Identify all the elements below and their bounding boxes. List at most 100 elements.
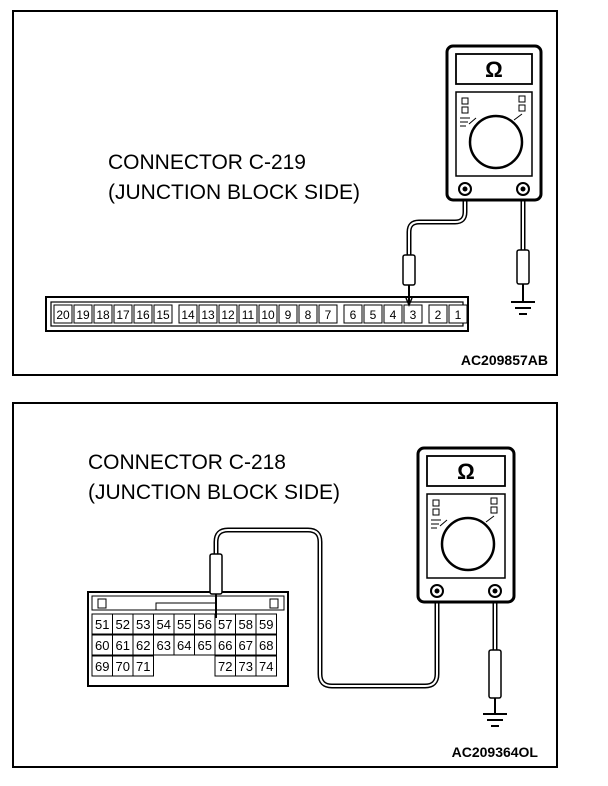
pin-cell: 70 bbox=[112, 655, 134, 677]
pin-number: 68 bbox=[259, 638, 273, 653]
pin-cell: 51 bbox=[91, 613, 113, 635]
pin-number: 64 bbox=[177, 638, 191, 653]
pin-number: 61 bbox=[116, 638, 130, 653]
pin-number: 56 bbox=[198, 617, 212, 632]
pin-cell: 65 bbox=[194, 634, 216, 656]
pin-cell: 11 bbox=[238, 304, 258, 324]
reference-code: AC209857AB bbox=[460, 352, 548, 368]
pin-number: 63 bbox=[157, 638, 171, 653]
pin-cell: 13 bbox=[198, 304, 218, 324]
pin-number: 16 bbox=[136, 308, 150, 322]
connector-title: CONNECTOR C-218 (JUNCTION BLOCK SIDE) bbox=[88, 448, 340, 508]
pin-cell: 57 bbox=[214, 613, 236, 635]
pin-cell: 73 bbox=[235, 655, 257, 677]
pin-number: 15 bbox=[156, 308, 170, 322]
pin-cell: 15 bbox=[153, 304, 173, 324]
pin-number: 14 bbox=[181, 308, 195, 322]
pin-number: 6 bbox=[350, 308, 357, 322]
ground-symbol-icon bbox=[511, 301, 535, 315]
pin-cell: 64 bbox=[173, 634, 195, 656]
pin-number: 11 bbox=[242, 308, 255, 322]
ground-symbol-icon bbox=[483, 713, 507, 727]
pin-cell: 62 bbox=[132, 634, 154, 656]
pin-number: 17 bbox=[116, 308, 130, 322]
pin-number: 69 bbox=[95, 659, 109, 674]
pin-number: 5 bbox=[370, 308, 377, 322]
pin-cell: 72 bbox=[214, 655, 236, 677]
pin-number: 3 bbox=[410, 308, 417, 322]
pin-number: 8 bbox=[305, 308, 312, 322]
pin-number: 55 bbox=[177, 617, 191, 632]
pin-cell: 58 bbox=[235, 613, 257, 635]
pin-cell: 66 bbox=[214, 634, 236, 656]
pin-number: 54 bbox=[157, 617, 171, 632]
test-lead-positive bbox=[209, 527, 440, 689]
diagram-panel-c218: CONNECTOR C-218 (JUNCTION BLOCK SIDE) AC… bbox=[12, 402, 558, 768]
pin-number: 59 bbox=[259, 617, 273, 632]
pin-number: 58 bbox=[239, 617, 253, 632]
pin-number: 71 bbox=[136, 659, 150, 674]
pin-number: 51 bbox=[95, 617, 109, 632]
connector-name: CONNECTOR C-218 bbox=[88, 451, 286, 474]
ohm-symbol: Ω bbox=[485, 57, 503, 82]
pin-cell: 1 bbox=[448, 304, 468, 324]
pin-cell: 8 bbox=[298, 304, 318, 324]
pin-cell: 14 bbox=[178, 304, 198, 324]
pin-cell: 16 bbox=[133, 304, 153, 324]
pin-cell: 53 bbox=[132, 613, 154, 635]
reference-code: AC209364OL bbox=[451, 744, 538, 760]
ohm-symbol: Ω bbox=[457, 459, 475, 484]
test-lead-ground bbox=[516, 190, 530, 302]
pin-number: 2 bbox=[435, 308, 442, 322]
pin-number: 52 bbox=[116, 617, 130, 632]
pin-number: 19 bbox=[76, 308, 90, 322]
test-lead-positive bbox=[402, 190, 468, 307]
pin-cell: 52 bbox=[112, 613, 134, 635]
pin-number: 1 bbox=[455, 308, 462, 322]
pin-number: 20 bbox=[56, 308, 70, 322]
pin-cell: 4 bbox=[383, 304, 403, 324]
pin-number: 7 bbox=[325, 308, 332, 322]
pin-number: 9 bbox=[285, 308, 292, 322]
connector-title: CONNECTOR C-219 (JUNCTION BLOCK SIDE) bbox=[108, 148, 360, 208]
pin-cell: 20 bbox=[53, 304, 73, 324]
pin-cell: 12 bbox=[218, 304, 238, 324]
connector-side: (JUNCTION BLOCK SIDE) bbox=[88, 481, 341, 504]
pin-cell: 2 bbox=[428, 304, 448, 324]
pin-number: 12 bbox=[221, 308, 235, 322]
pin-cell: 67 bbox=[235, 634, 257, 656]
pin-number: 62 bbox=[136, 638, 150, 653]
pin-number: 10 bbox=[261, 308, 275, 322]
pin-cell: 6 bbox=[343, 304, 363, 324]
pin-cell: 54 bbox=[153, 613, 175, 635]
pin-cell: 55 bbox=[173, 613, 195, 635]
pin-number: 74 bbox=[259, 659, 273, 674]
pin-cell: 56 bbox=[194, 613, 216, 635]
ohmmeter-icon: Ω bbox=[445, 44, 543, 202]
connector-name: CONNECTOR C-219 bbox=[108, 151, 306, 174]
pin-number: 65 bbox=[198, 638, 212, 653]
pin-cell: 10 bbox=[258, 304, 278, 324]
pin-cell: 74 bbox=[255, 655, 277, 677]
pin-cell: 9 bbox=[278, 304, 298, 324]
pin-number: 4 bbox=[390, 308, 397, 322]
pin-number: 53 bbox=[136, 617, 150, 632]
pin-cell: 63 bbox=[153, 634, 175, 656]
pin-cell: 69 bbox=[91, 655, 113, 677]
pin-number: 18 bbox=[96, 308, 110, 322]
pin-number: 70 bbox=[116, 659, 130, 674]
pin-cell: 19 bbox=[73, 304, 93, 324]
pin-cell: 68 bbox=[255, 634, 277, 656]
test-lead-ground bbox=[488, 592, 502, 714]
pin-cell: 59 bbox=[255, 613, 277, 635]
pin-cell: 7 bbox=[318, 304, 338, 324]
pin-number: 66 bbox=[218, 638, 232, 653]
pin-cell: 3 bbox=[403, 304, 423, 324]
pin-cell: 60 bbox=[91, 634, 113, 656]
pin-cell: 61 bbox=[112, 634, 134, 656]
pin-number: 60 bbox=[95, 638, 109, 653]
